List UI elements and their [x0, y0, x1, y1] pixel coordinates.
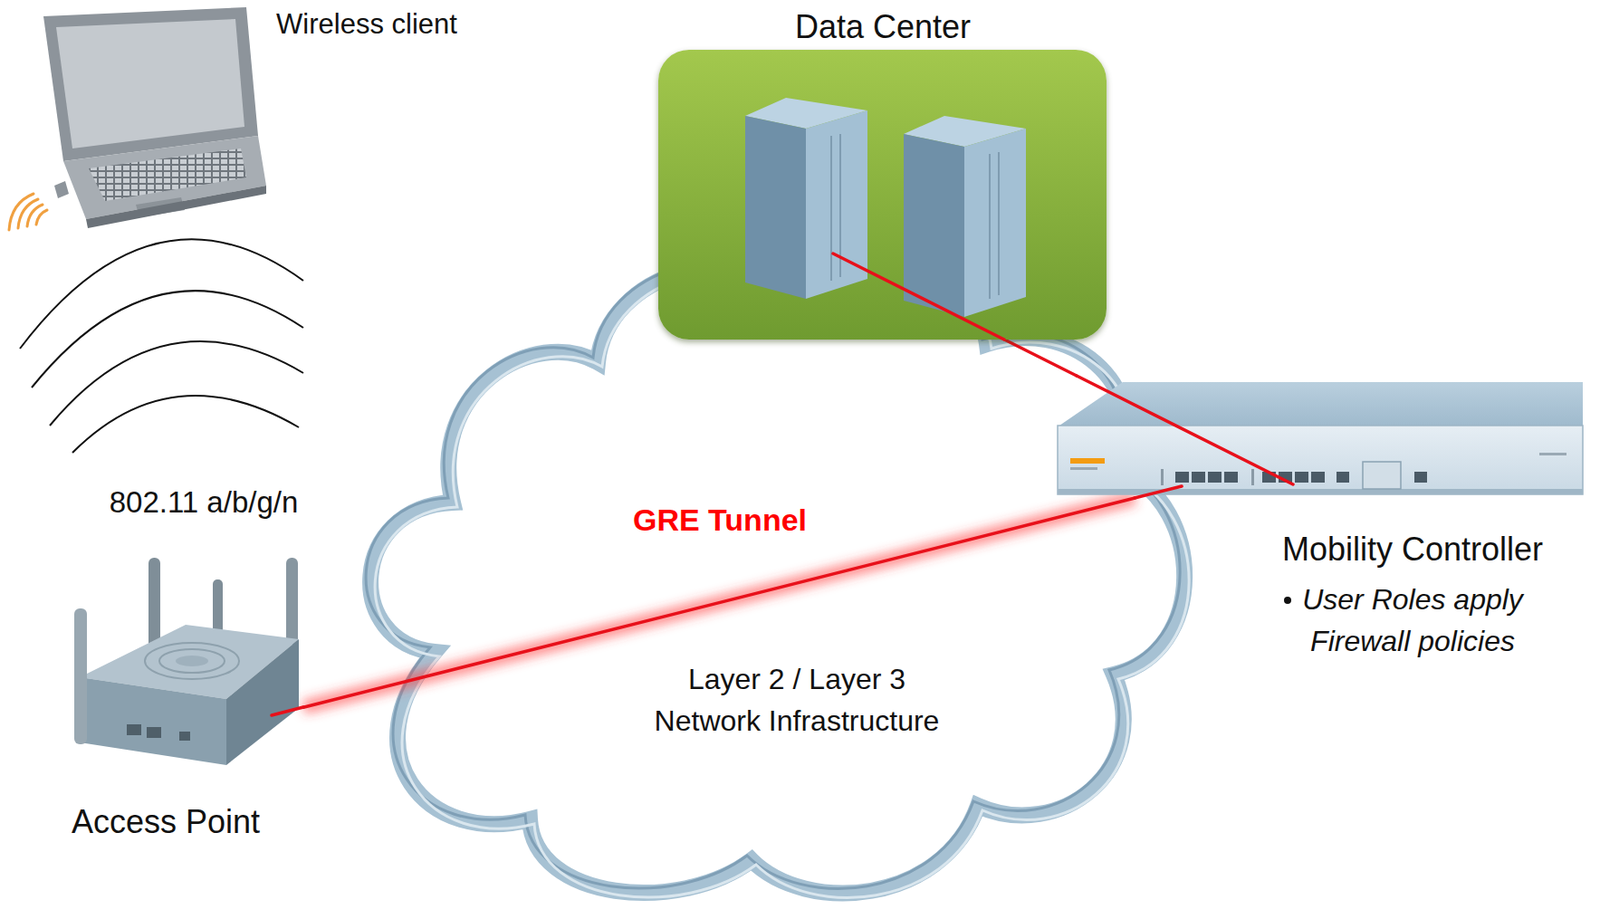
server-icon: [745, 97, 868, 299]
node-text: Data Center: [795, 3, 971, 51]
node-text: Mobility Controller: [1282, 526, 1543, 574]
server-link: [833, 253, 1005, 340]
controller-node: Mobility ControllerUser Roles apply Fire…: [1054, 375, 1585, 499]
access-point-icon: [74, 557, 299, 766]
text-holder: Mobility Controller: [1282, 526, 1543, 574]
controller-icon: [1057, 382, 1583, 495]
text-holder: GRE Tunnel: [629, 498, 811, 543]
protocol-label: 802.11 a/b/g/n: [109, 480, 299, 525]
node-text: Access Point: [71, 798, 260, 846]
access-point-node: Access Point: [72, 543, 304, 766]
radio-waves: [19, 239, 304, 453]
bullet-dot: [1283, 596, 1292, 604]
node-text: User Roles apply Firewall policies: [1281, 578, 1544, 663]
text-holder: Data Center: [795, 3, 971, 51]
laptop-icon: [43, 7, 267, 229]
data-center-box: Data Center: [658, 49, 1107, 340]
text-holder: User Roles apply Firewall policies: [1281, 578, 1544, 663]
text-holder: Access Point: [71, 798, 260, 846]
edge-label: GRE Tunnel: [629, 498, 811, 543]
text-holder: 802.11 a/b/g/n: [109, 480, 299, 525]
wifi-signal: [9, 193, 48, 230]
tunnel-line: [1004, 339, 1077, 376]
tunnel-line: [303, 498, 1135, 708]
tunnel-ends: [271, 375, 1294, 716]
node-text: Layer 2 / Layer 3 Network Infrastructure: [642, 658, 951, 743]
server-icon: [903, 115, 1026, 317]
text-holder: Wireless client: [276, 4, 458, 46]
laptop-node: Wireless client: [27, 4, 259, 236]
node-text: Wireless client: [276, 4, 458, 46]
tunnel-glow: [303, 498, 1135, 708]
text-holder: Layer 2 / Layer 3 Network Infrastructure: [642, 658, 951, 743]
